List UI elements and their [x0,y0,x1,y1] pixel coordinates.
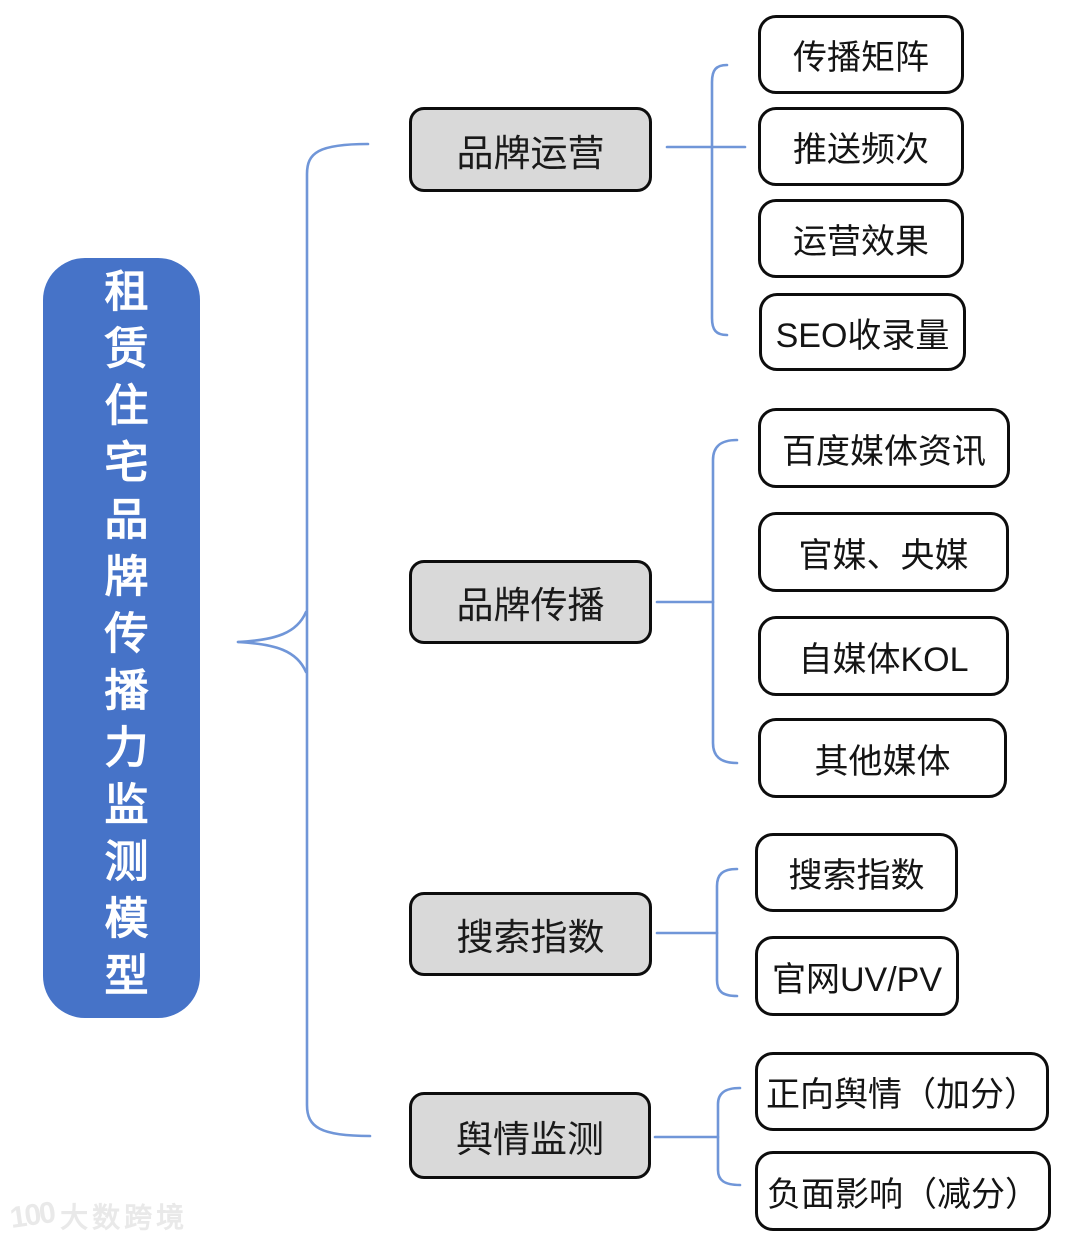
leaf-node-seo-index-volume: SEO收录量 [759,293,966,371]
root-node: 租赁住宅品牌传播力监测模型 [43,258,200,1018]
watermark: 100 大数跨境 [7,1196,189,1236]
leaf-node-communication-matrix: 传播矩阵 [758,15,964,94]
root-node-title: 租赁住宅品牌传播力监测模型 [97,267,147,1009]
node-brand-operations: 品牌运营 [409,107,652,192]
leaf-node-other-media: 其他媒体 [758,718,1007,798]
leaf-label: SEO收录量 [775,316,950,355]
leaf-node-self-media-kol: 自媒体KOL [758,616,1009,696]
group3-bracket-line [715,867,739,998]
leaf-node-search-index: 搜索指数 [755,833,958,912]
leaf-label: 负面影响（减分） [767,1175,1039,1214]
leaf-node-official-central-media: 官媒、央媒 [758,512,1009,592]
leaf-node-website-uv-pv: 官网UV/PV [755,936,959,1016]
node-brand-communication: 品牌传播 [409,560,652,644]
leaf-node-baidu-media-news: 百度媒体资讯 [758,408,1010,488]
leaf-label: 自媒体KOL [798,640,969,679]
leaf-node-push-frequency: 推送频次 [758,107,964,186]
leaf-label: 官媒、央媒 [798,536,969,575]
group1-bracket-line [710,63,729,337]
leaf-node-negative-impact: 负面影响（减分） [755,1151,1051,1231]
leaf-label: 传播矩阵 [793,39,929,77]
trunk-fork-up-line [236,610,308,644]
node-sentiment-monitoring: 舆情监测 [409,1092,651,1179]
trunk-fork-down-line [236,640,308,674]
leaf-label: 搜索指数 [788,857,925,895]
node-search-index-label: 搜索指数 [456,917,605,958]
leaf-label: 百度媒体资讯 [782,432,986,471]
leaf-label: 官网UV/PV [771,960,943,999]
leaf-label: 正向舆情（加分） [766,1076,1038,1114]
group4-bracket-line [716,1086,742,1187]
node-search-index: 搜索指数 [409,892,652,976]
leaf-label: 推送频次 [793,131,929,169]
node-brand-communication-label: 品牌传播 [456,585,605,626]
leaf-label: 运营效果 [793,223,929,261]
group2-bracket-line [711,438,739,765]
watermark-text: 大数跨境 [60,1202,189,1233]
node-brand-operations-label: 品牌运营 [456,132,605,174]
leaf-node-positive-sentiment: 正向舆情（加分） [755,1052,1049,1131]
trunk-bracket-line [305,142,372,1138]
node-sentiment-monitoring-label: 舆情监测 [456,1118,604,1160]
watermark-logo-icon: 100 [7,1196,57,1235]
leaf-node-operation-effect: 运营效果 [758,199,964,278]
leaf-label: 其他媒体 [814,742,951,781]
